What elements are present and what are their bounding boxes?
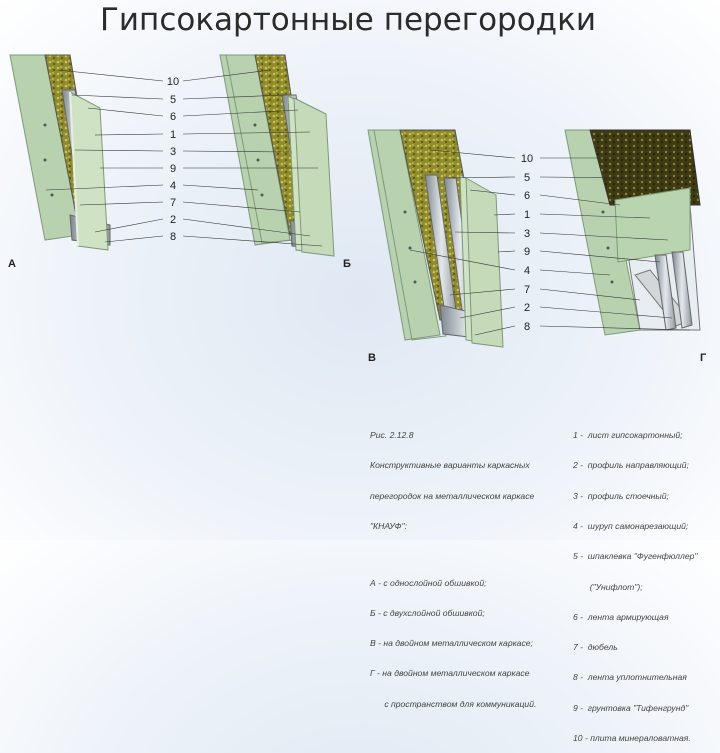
panel-g-mineral-wool [589,129,701,206]
callout-top-9: 9 [170,163,176,175]
legend-line: 5 - шпаклевка "Фугенфюллер" [573,551,698,562]
panel-tag-a: А [8,258,16,270]
legend-line: 2 - профиль направляющий; [573,460,689,471]
slide-title: Гипсокартонные перегородки [100,2,596,38]
caption-line: Б - с двухслойной обшивкой; [370,607,485,618]
panel-tag-v: В [368,352,376,364]
panel-g-stud-profile-2 [671,251,693,329]
callout-right-5: 5 [524,172,530,184]
callout-top-8: 8 [170,231,176,243]
callout-right-2: 2 [524,302,530,314]
caption-line: перегородок на металлическом каркасе [370,490,535,501]
panel-g-drawing [564,129,701,336]
leader-lines [45,69,691,336]
legend-line: 8 - лента уплотнительная [573,672,687,683]
callout-top-6: 6 [170,111,176,123]
callout-right-10: 10 [521,153,533,165]
panel-tag-g: Г [700,352,707,364]
callout-right-1: 1 [524,209,530,221]
callout-top-4: 4 [170,180,176,192]
callout-right-9: 9 [524,246,530,258]
callout-right-3: 3 [524,228,530,240]
legend-line: ("Унифлот"); [573,581,643,592]
legend-line: 7 - дюбель [573,642,618,653]
callout-right-7: 7 [524,284,530,296]
callout-top-1: 1 [170,129,176,141]
panel-tag-b: Б [343,258,351,270]
caption-line: А - с однослойной обшивкой; [370,577,487,588]
legend-line: 4 - шуруп самонарезающий; [573,521,689,532]
callout-top-3: 3 [170,146,176,158]
legend-line: 9 - грунтовка "Тифенгрунд" [573,702,689,713]
caption-line: Рис. 2.12.8 [370,430,414,441]
legend-line: 3 - профиль стоечный; [573,490,669,501]
legend-line: 6 - лента армирующая [573,611,669,622]
panel-g-gypsum-board-front [614,187,691,263]
caption-line: с пространством для коммуникаций. [370,698,537,709]
legend-line: 10 - плита минераловатная. [573,733,691,743]
panel-v-drawing [367,129,504,348]
callout-top-2: 2 [170,214,176,226]
caption-line: В - на двойном металлическом каркасе; [370,638,533,649]
callout-top-10: 10 [167,76,179,88]
panel-b-drawing [219,54,335,257]
figure-caption-variants: Рис. 2.12.8 Конструктивные варианты карк… [370,410,536,719]
callout-right-4: 4 [524,265,530,277]
legend-line: 1 - лист гипсокартонный; [573,430,683,441]
caption-line [370,551,536,557]
caption-line: Г - на двойном металлическом каркасе [370,668,530,679]
callout-top-5: 5 [170,94,176,106]
panel-a-drawing [9,54,111,251]
callout-top-7: 7 [170,197,176,209]
partition-diagram: 10 5 6 1 3 9 4 7 2 8 10 5 6 1 3 9 4 7 2 … [9,54,701,348]
callout-right-6: 6 [524,190,530,202]
panel-g-stud-profile-1 [654,254,677,331]
callout-right-8: 8 [524,321,530,333]
caption-line: "КНАУФ": [370,521,407,532]
figure-caption-legend: 1 - лист гипсокартонный; 2 - профиль нап… [573,410,697,753]
caption-line: Конструктивные варианты каркасных [370,460,530,471]
